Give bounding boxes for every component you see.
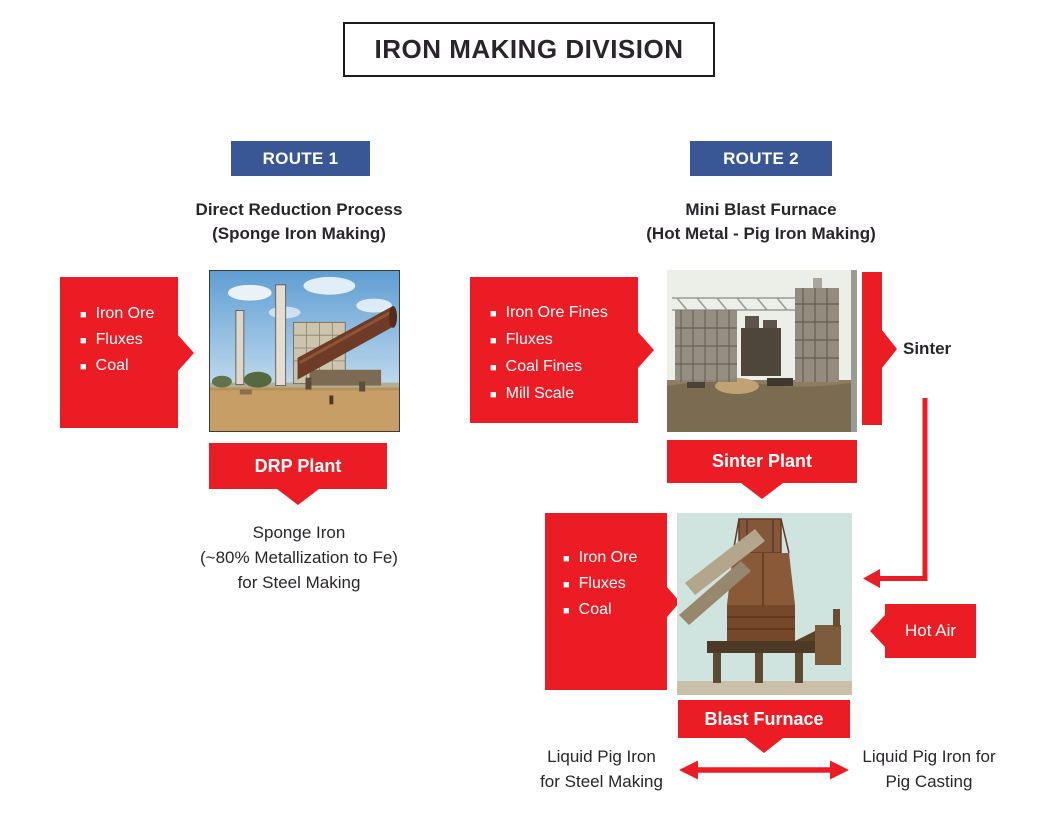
list-item: Coal xyxy=(563,597,663,623)
route1-output-text: Sponge Iron (~80% Metallization to Fe) f… xyxy=(157,520,441,595)
blast-furnace-label: Blast Furnace xyxy=(704,708,824,729)
route1-inputs-list: Iron Ore Fluxes Coal xyxy=(80,301,172,379)
route1-heading: Direct Reduction Process (Sponge Iron Ma… xyxy=(157,198,441,246)
pig-iron-double-arrow xyxy=(679,760,849,780)
list-item: Fluxes xyxy=(490,326,632,353)
drp-plant-label-box: DRP Plant xyxy=(209,443,387,489)
route1-output-line2: (~80% Metallization to Fe) xyxy=(200,548,398,567)
sinter-inputs-list: Iron Ore Fines Fluxes Coal Fines Mill Sc… xyxy=(490,299,632,407)
list-item: Iron Ore xyxy=(80,301,172,327)
list-item: Mill Scale xyxy=(490,380,632,407)
route2-badge: ROUTE 2 xyxy=(690,141,832,176)
route2-heading-line2: (Hot Metal - Pig Iron Making) xyxy=(646,224,876,243)
sinter-to-furnace-arrow xyxy=(863,398,928,588)
list-item: Iron Ore Fines xyxy=(490,299,632,326)
furnace-inputs-list: Iron Ore Fluxes Coal xyxy=(563,545,663,623)
route2-heading-line1: Mini Blast Furnace xyxy=(685,200,837,219)
sinter-inputs-box: Iron Ore Fines Fluxes Coal Fines Mill Sc… xyxy=(470,277,638,423)
page-title: IRON MAKING DIVISION xyxy=(374,34,684,64)
sinter-plant-label-box: Sinter Plant xyxy=(667,440,857,483)
furnace-output-left-text: Liquid Pig Iron for Steel Making xyxy=(519,744,684,794)
furnace-output-left-line2: for Steel Making xyxy=(540,772,663,791)
route2-heading: Mini Blast Furnace (Hot Metal - Pig Iron… xyxy=(601,198,921,246)
list-item: Fluxes xyxy=(80,327,172,353)
furnace-output-right-text: Liquid Pig Iron for Pig Casting xyxy=(843,744,1015,794)
sinter-plant-photo xyxy=(667,270,857,432)
hot-air-box: Hot Air xyxy=(885,604,976,658)
route1-heading-line2: (Sponge Iron Making) xyxy=(212,224,386,243)
furnace-output-left-line1: Liquid Pig Iron xyxy=(547,747,656,766)
route1-output-line1: Sponge Iron xyxy=(252,523,346,542)
sinter-output-label: Sinter xyxy=(903,339,952,358)
list-item: Fluxes xyxy=(563,571,663,597)
drp-plant-label: DRP Plant xyxy=(254,455,342,476)
furnace-inputs-box: Iron Ore Fluxes Coal xyxy=(545,513,667,690)
blast-furnace-label-box: Blast Furnace xyxy=(678,700,850,738)
route1-inputs-box: Iron Ore Fluxes Coal xyxy=(60,277,178,428)
list-item: Iron Ore xyxy=(563,545,663,571)
list-item: Coal xyxy=(80,353,172,379)
blast-furnace-photo xyxy=(677,513,852,695)
drp-plant-photo xyxy=(209,270,400,432)
sinter-output-arrow xyxy=(862,272,882,425)
sinter-plant-label: Sinter Plant xyxy=(711,451,813,471)
list-item: Coal Fines xyxy=(490,353,632,380)
route1-output-line3: for Steel Making xyxy=(237,573,361,592)
route1-heading-line1: Direct Reduction Process xyxy=(195,200,403,219)
furnace-output-right-line1: Liquid Pig Iron for xyxy=(862,747,996,766)
route1-badge: ROUTE 1 xyxy=(231,141,370,176)
furnace-output-right-line2: Pig Casting xyxy=(885,772,973,791)
hot-air-label: Hot Air xyxy=(904,621,957,640)
page-title-box: IRON MAKING DIVISION xyxy=(343,22,715,77)
